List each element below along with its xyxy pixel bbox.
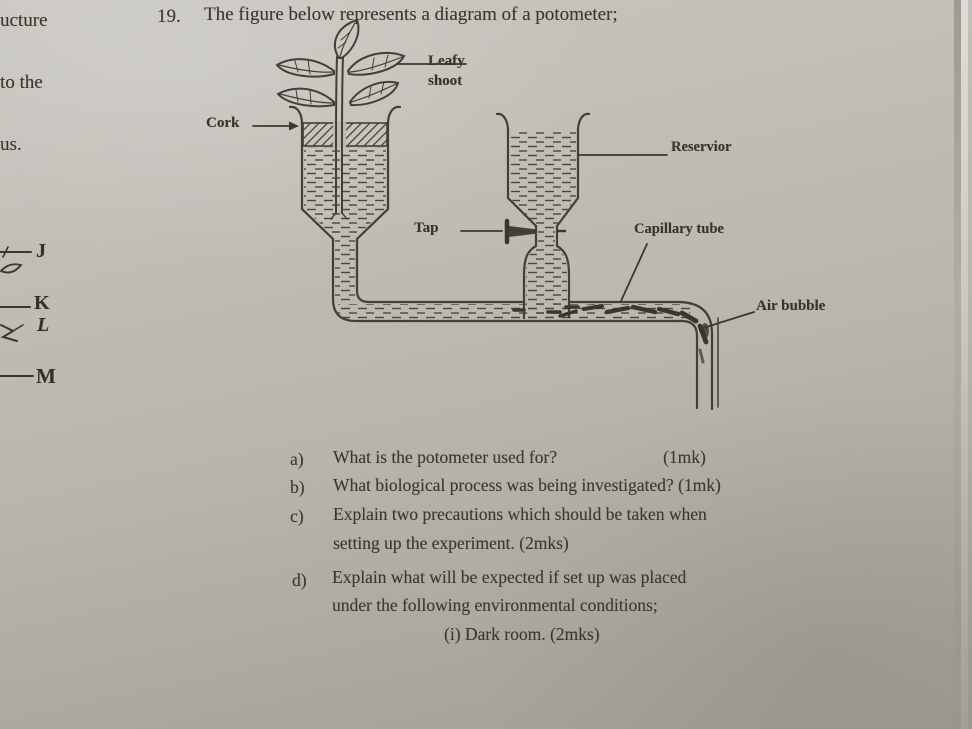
label-capillary-tube: Capillary tube — [634, 221, 724, 237]
part-d-text: Explain what will be expected if set up … — [332, 567, 687, 587]
label-tap: Tap — [414, 220, 439, 236]
margin-label-l: L — [37, 314, 50, 336]
margin-text-fragment: to the — [0, 72, 43, 93]
part-a-text: What is the potometer used for? — [333, 447, 558, 467]
margin-text-fragment: us. — [0, 134, 22, 155]
part-b-text: What biological process was being invest… — [333, 475, 721, 495]
leaf-upper-right — [346, 52, 406, 76]
part-d-subitem: (i) Dark room. (2mks) — [444, 624, 600, 644]
question-title: The figure below represents a diagram of… — [204, 4, 618, 25]
part-d-letter: d) — [292, 570, 307, 590]
air-bubble-marks — [558, 304, 709, 364]
water-fills — [304, 131, 690, 320]
cork-stopper — [302, 121, 388, 148]
leaf-upper-left — [275, 58, 335, 78]
label-reservoir: Reservior — [671, 139, 732, 155]
part-c-text: Explain two precautions which should be … — [333, 504, 707, 524]
stem — [335, 56, 338, 214]
capillary-pointer — [620, 243, 648, 302]
leaf-top — [334, 18, 360, 59]
label-leafy-line1: Leafy — [428, 53, 465, 69]
part-d-text-line2: under the following environmental condit… — [332, 595, 658, 615]
part-a-marks: (1mk) — [663, 447, 706, 467]
part-a-letter: a) — [290, 449, 304, 469]
label-cork: Cork — [206, 115, 240, 131]
margin-label-k: K — [34, 292, 50, 314]
leafy-shoot-plant — [275, 18, 406, 220]
margin-diagram-fragments — [0, 246, 34, 377]
part-c-text-line2: setting up the experiment. (2mks) — [333, 533, 569, 553]
leafy-shoot-flask — [288, 105, 719, 411]
label-leafy-shoot: Leafy shoot — [428, 51, 465, 92]
question-number: 19. — [157, 6, 181, 27]
tap-valve — [504, 218, 566, 245]
part-c-letter: c) — [290, 506, 304, 526]
label-pointer-lines — [252, 63, 755, 329]
label-leafy-line2: shoot — [428, 73, 463, 90]
margin-label-m: M — [36, 364, 56, 388]
leaf-lower-left — [276, 87, 335, 108]
margin-text-fragment: ucture — [0, 10, 48, 31]
label-air-bubble: Air bubble — [756, 298, 826, 314]
margin-label-j: J — [36, 240, 46, 262]
leaf-lower-right — [348, 81, 400, 107]
air-bubble-pointer — [702, 311, 755, 329]
part-b-letter: b) — [290, 477, 305, 497]
